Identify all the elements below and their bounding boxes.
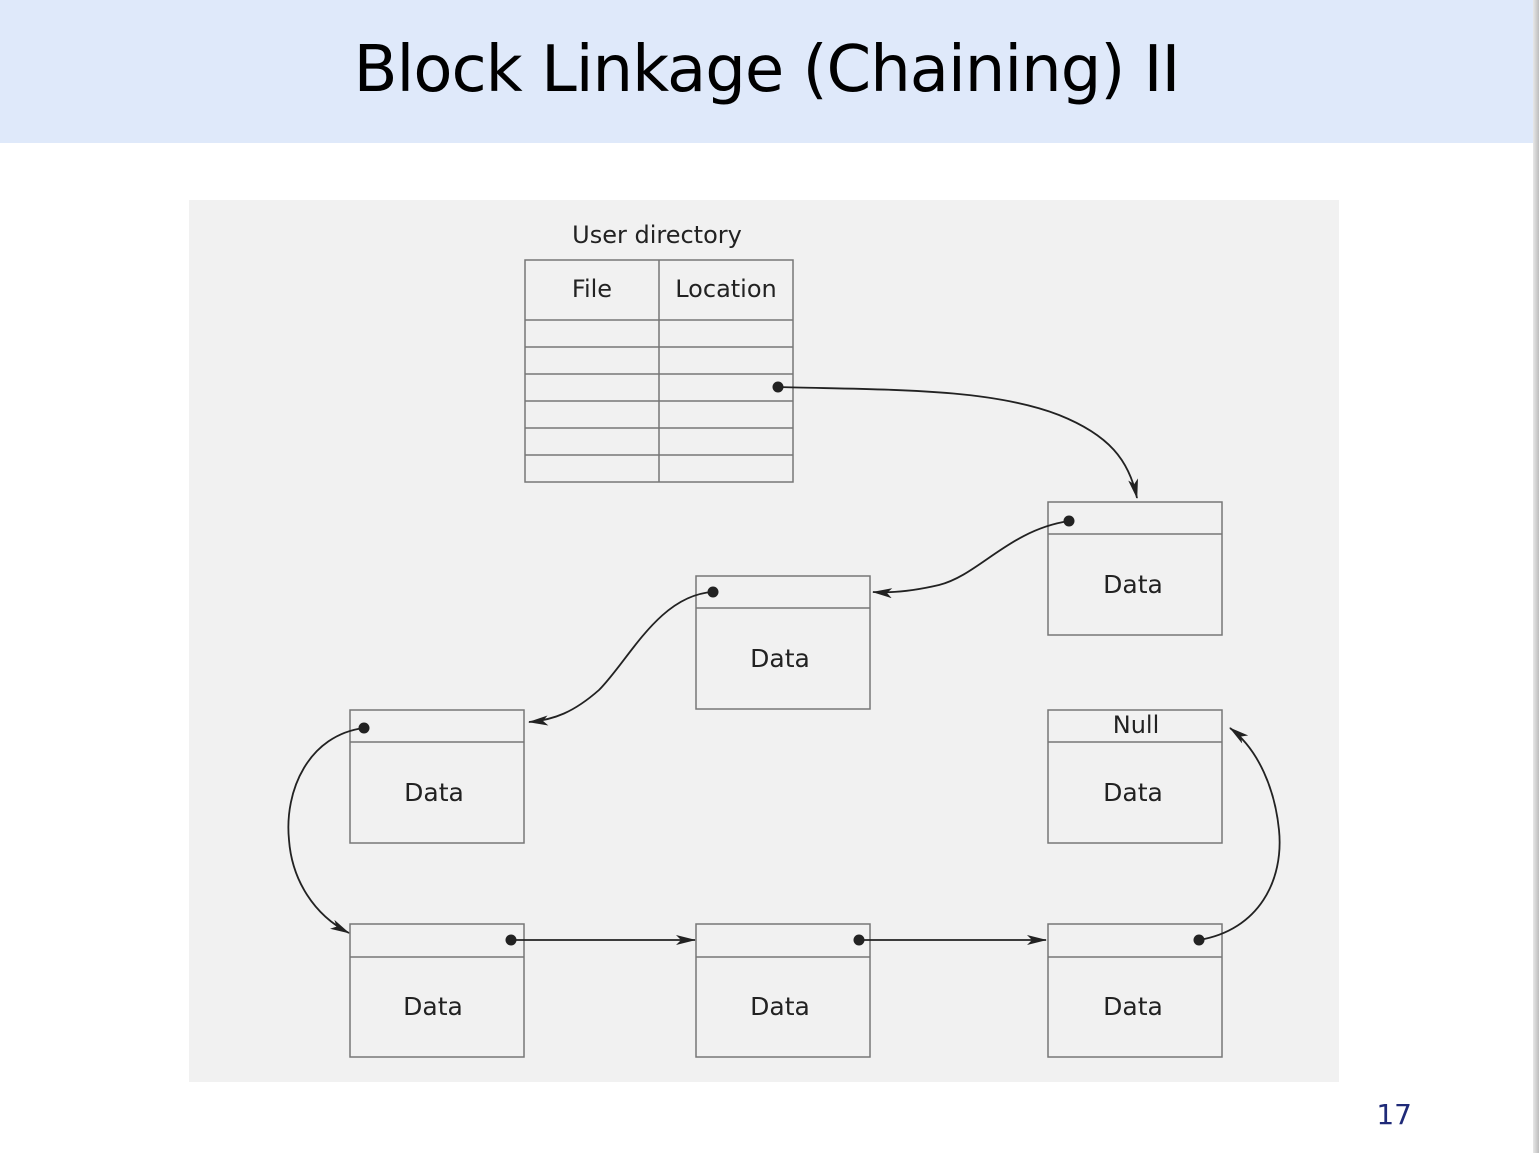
block-2-data-label: Data <box>750 644 810 673</box>
block-linkage-diagram: User directory File Location <box>189 200 1339 1082</box>
disk-block-4: Data <box>349 923 525 1058</box>
block-6-data-label: Data <box>1103 992 1163 1021</box>
disk-block-3: Data <box>349 709 525 844</box>
directory-grid <box>524 259 794 483</box>
block-7-null-label: Null <box>1113 711 1160 739</box>
link-block-3-to-block-4 <box>287 727 365 934</box>
block-5-data-label: Data <box>750 992 810 1021</box>
user-directory: User directory File Location <box>524 221 794 483</box>
page-number: 17 <box>1376 1098 1412 1131</box>
slide-title: Block Linkage (Chaining) II <box>353 33 1181 107</box>
block-7-data-label: Data <box>1103 778 1163 807</box>
diagram-canvas: User directory File Location <box>287 221 1281 1058</box>
user-directory-caption: User directory <box>572 221 742 249</box>
disk-block-6: Data <box>1047 923 1223 1058</box>
slide-edge-shadow <box>1533 0 1539 1153</box>
link-block-2-to-block-3 <box>528 591 714 726</box>
disk-block-7: Null Data <box>1047 709 1223 844</box>
link-directory-to-block-1 <box>777 386 1138 499</box>
disk-block-5: Data <box>695 923 871 1058</box>
disk-block-2: Data <box>695 575 871 710</box>
disk-block-1: Data <box>1047 501 1223 636</box>
link-block-6-to-block-7 <box>1198 727 1281 941</box>
block-4-data-label: Data <box>403 992 463 1021</box>
block-1-data-label: Data <box>1103 570 1163 599</box>
title-bar: Block Linkage (Chaining) II <box>0 0 1533 143</box>
directory-header-file: File <box>572 275 612 303</box>
block-3-data-label: Data <box>404 778 464 807</box>
directory-header-location: Location <box>675 275 777 303</box>
block-links <box>287 386 1281 945</box>
link-block-1-to-block-2 <box>872 520 1070 599</box>
